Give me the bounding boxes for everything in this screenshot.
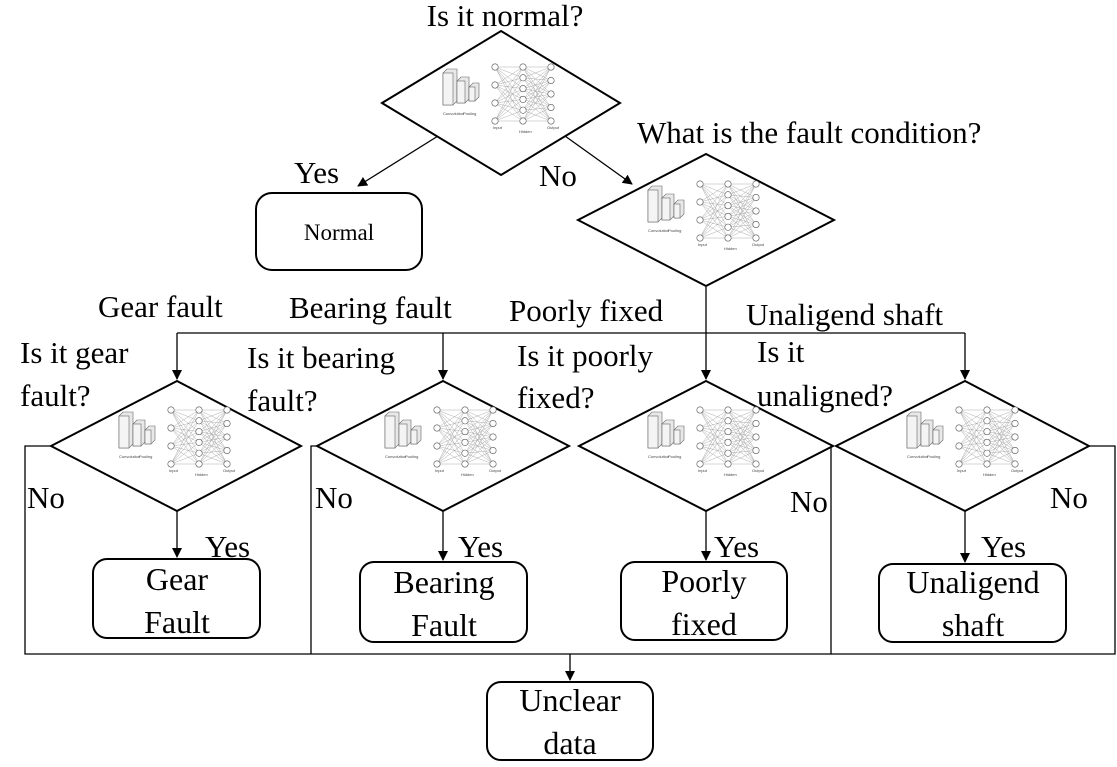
bearing-output-caption: Output [489, 468, 502, 473]
unaligned-pool-caption: Pooling [927, 454, 940, 459]
branch-label-unaligned: Unaligend shaft [746, 297, 944, 332]
root-input-caption: Input [493, 125, 503, 130]
unaligned-question-line2: unaligned? [757, 378, 893, 413]
gear-no-line [24, 445, 570, 655]
bearing-no-label: No [315, 480, 353, 515]
bearing-question-line1: Is it bearing [247, 340, 395, 375]
gear-no-label: No [27, 480, 65, 515]
root-output-caption: Output [547, 125, 560, 130]
gear-fault-label-line2: Fault [144, 604, 210, 640]
bearing-decision-diamond [314, 379, 572, 513]
normal-box [255, 192, 423, 271]
bearing-pool-caption: Pooling [405, 454, 418, 459]
poorly-no-label: No [790, 484, 828, 519]
bearing-conv-caption: Convolution [385, 454, 406, 459]
unclear-data-box [486, 681, 654, 761]
gear-hidden-caption: Hidden [195, 472, 208, 477]
fault-condition-question: What is the fault condition? [637, 115, 981, 150]
gear-fault-box [92, 558, 261, 639]
root-hidden-caption: Hidden [519, 129, 532, 134]
decision-diamonds [48, 29, 1092, 513]
gear-question-line1: Is it gear [20, 335, 129, 370]
connectors [24, 135, 1116, 681]
result-boxes [92, 192, 1067, 761]
unaligned-no-label: No [1050, 480, 1088, 515]
neural-network-icons: ConvolutionPoolingInputHiddenOutputConvo… [118, 63, 1024, 477]
branch-label-bearing: Bearing fault [289, 290, 452, 325]
unaligned-no-line [831, 445, 1116, 655]
unclear-data-label-line2: data [543, 725, 596, 761]
poorly-decision-diamond [576, 379, 836, 513]
fault-condition-output-caption: Output [752, 242, 765, 247]
gear-question-line2: fault? [20, 378, 91, 413]
unclear-data-label-line1: Unclear [519, 682, 621, 718]
root-question: Is it normal? [427, 0, 584, 33]
bearing-fault-label-line1: Bearing [393, 564, 494, 600]
bearing-question-line2: fault? [247, 383, 318, 418]
unaligned-shaft-label-line1: Unaligend [906, 564, 1039, 600]
poorly-question-line2: fixed? [517, 380, 594, 415]
root-conv-caption: Convolution [443, 111, 464, 116]
unaligned-question-line1: Is it [757, 334, 805, 369]
gear-pool-caption: Pooling [139, 454, 152, 459]
root-no-arrow [564, 135, 633, 185]
gear-fault-label-line1: Gear [146, 561, 209, 597]
poorly-input-caption: Input [698, 468, 708, 473]
normal-box-label: Normal [304, 220, 374, 245]
fault-condition-hidden-caption: Hidden [724, 246, 737, 251]
fault-condition-conv-caption: Convolution [648, 228, 669, 233]
bearing-fault-box [359, 561, 528, 643]
unaligned-conv-caption: Convolution [907, 454, 928, 459]
bearing-yes-label: Yes [458, 529, 503, 564]
unaligned-hidden-caption: Hidden [983, 472, 996, 477]
poorly-fixed-label-line1: Poorly [661, 563, 746, 599]
bearing-input-caption: Input [435, 468, 445, 473]
poorly-fixed-label-line2: fixed [671, 606, 737, 642]
poorly-conv-caption: Convolution [648, 454, 669, 459]
gear-yes-label: Yes [205, 529, 250, 564]
fault-condition-input-caption: Input [698, 242, 708, 247]
fault-condition-pool-caption: Pooling [668, 228, 681, 233]
root-pool-caption: Pooling [463, 111, 476, 116]
gear-input-caption: Input [169, 468, 179, 473]
root-no-label: No [539, 158, 577, 193]
root-decision-diamond [380, 29, 622, 177]
branch-label-poorly: Poorly fixed [509, 293, 664, 328]
poorly-hidden-caption: Hidden [724, 472, 737, 477]
gear-decision-diamond [48, 379, 304, 513]
bearing-no-line [310, 445, 317, 654]
gear-conv-caption: Convolution [119, 454, 140, 459]
poorly-yes-label: Yes [714, 529, 759, 564]
unaligned-yes-label: Yes [981, 529, 1026, 564]
bearing-fault-label-line2: Fault [411, 607, 477, 643]
unaligned-shaft-box [878, 563, 1067, 643]
gear-output-caption: Output [223, 468, 236, 473]
unaligned-output-caption: Output [1011, 468, 1024, 473]
root-yes-label: Yes [294, 155, 339, 190]
poorly-question-line1: Is it poorly [517, 338, 654, 373]
unaligned-shaft-label-line2: shaft [942, 607, 1004, 643]
root-yes-arrow [357, 135, 439, 187]
poorly-pool-caption: Pooling [668, 454, 681, 459]
poorly-output-caption: Output [752, 468, 765, 473]
branch-label-gear: Gear fault [98, 289, 223, 324]
fault-condition-diamond [575, 152, 837, 288]
bearing-hidden-caption: Hidden [461, 472, 474, 477]
unaligned-input-caption: Input [957, 468, 967, 473]
poorly-fixed-box [620, 561, 788, 641]
labels: Is it normal? Yes No Normal What is the … [20, 0, 1088, 761]
